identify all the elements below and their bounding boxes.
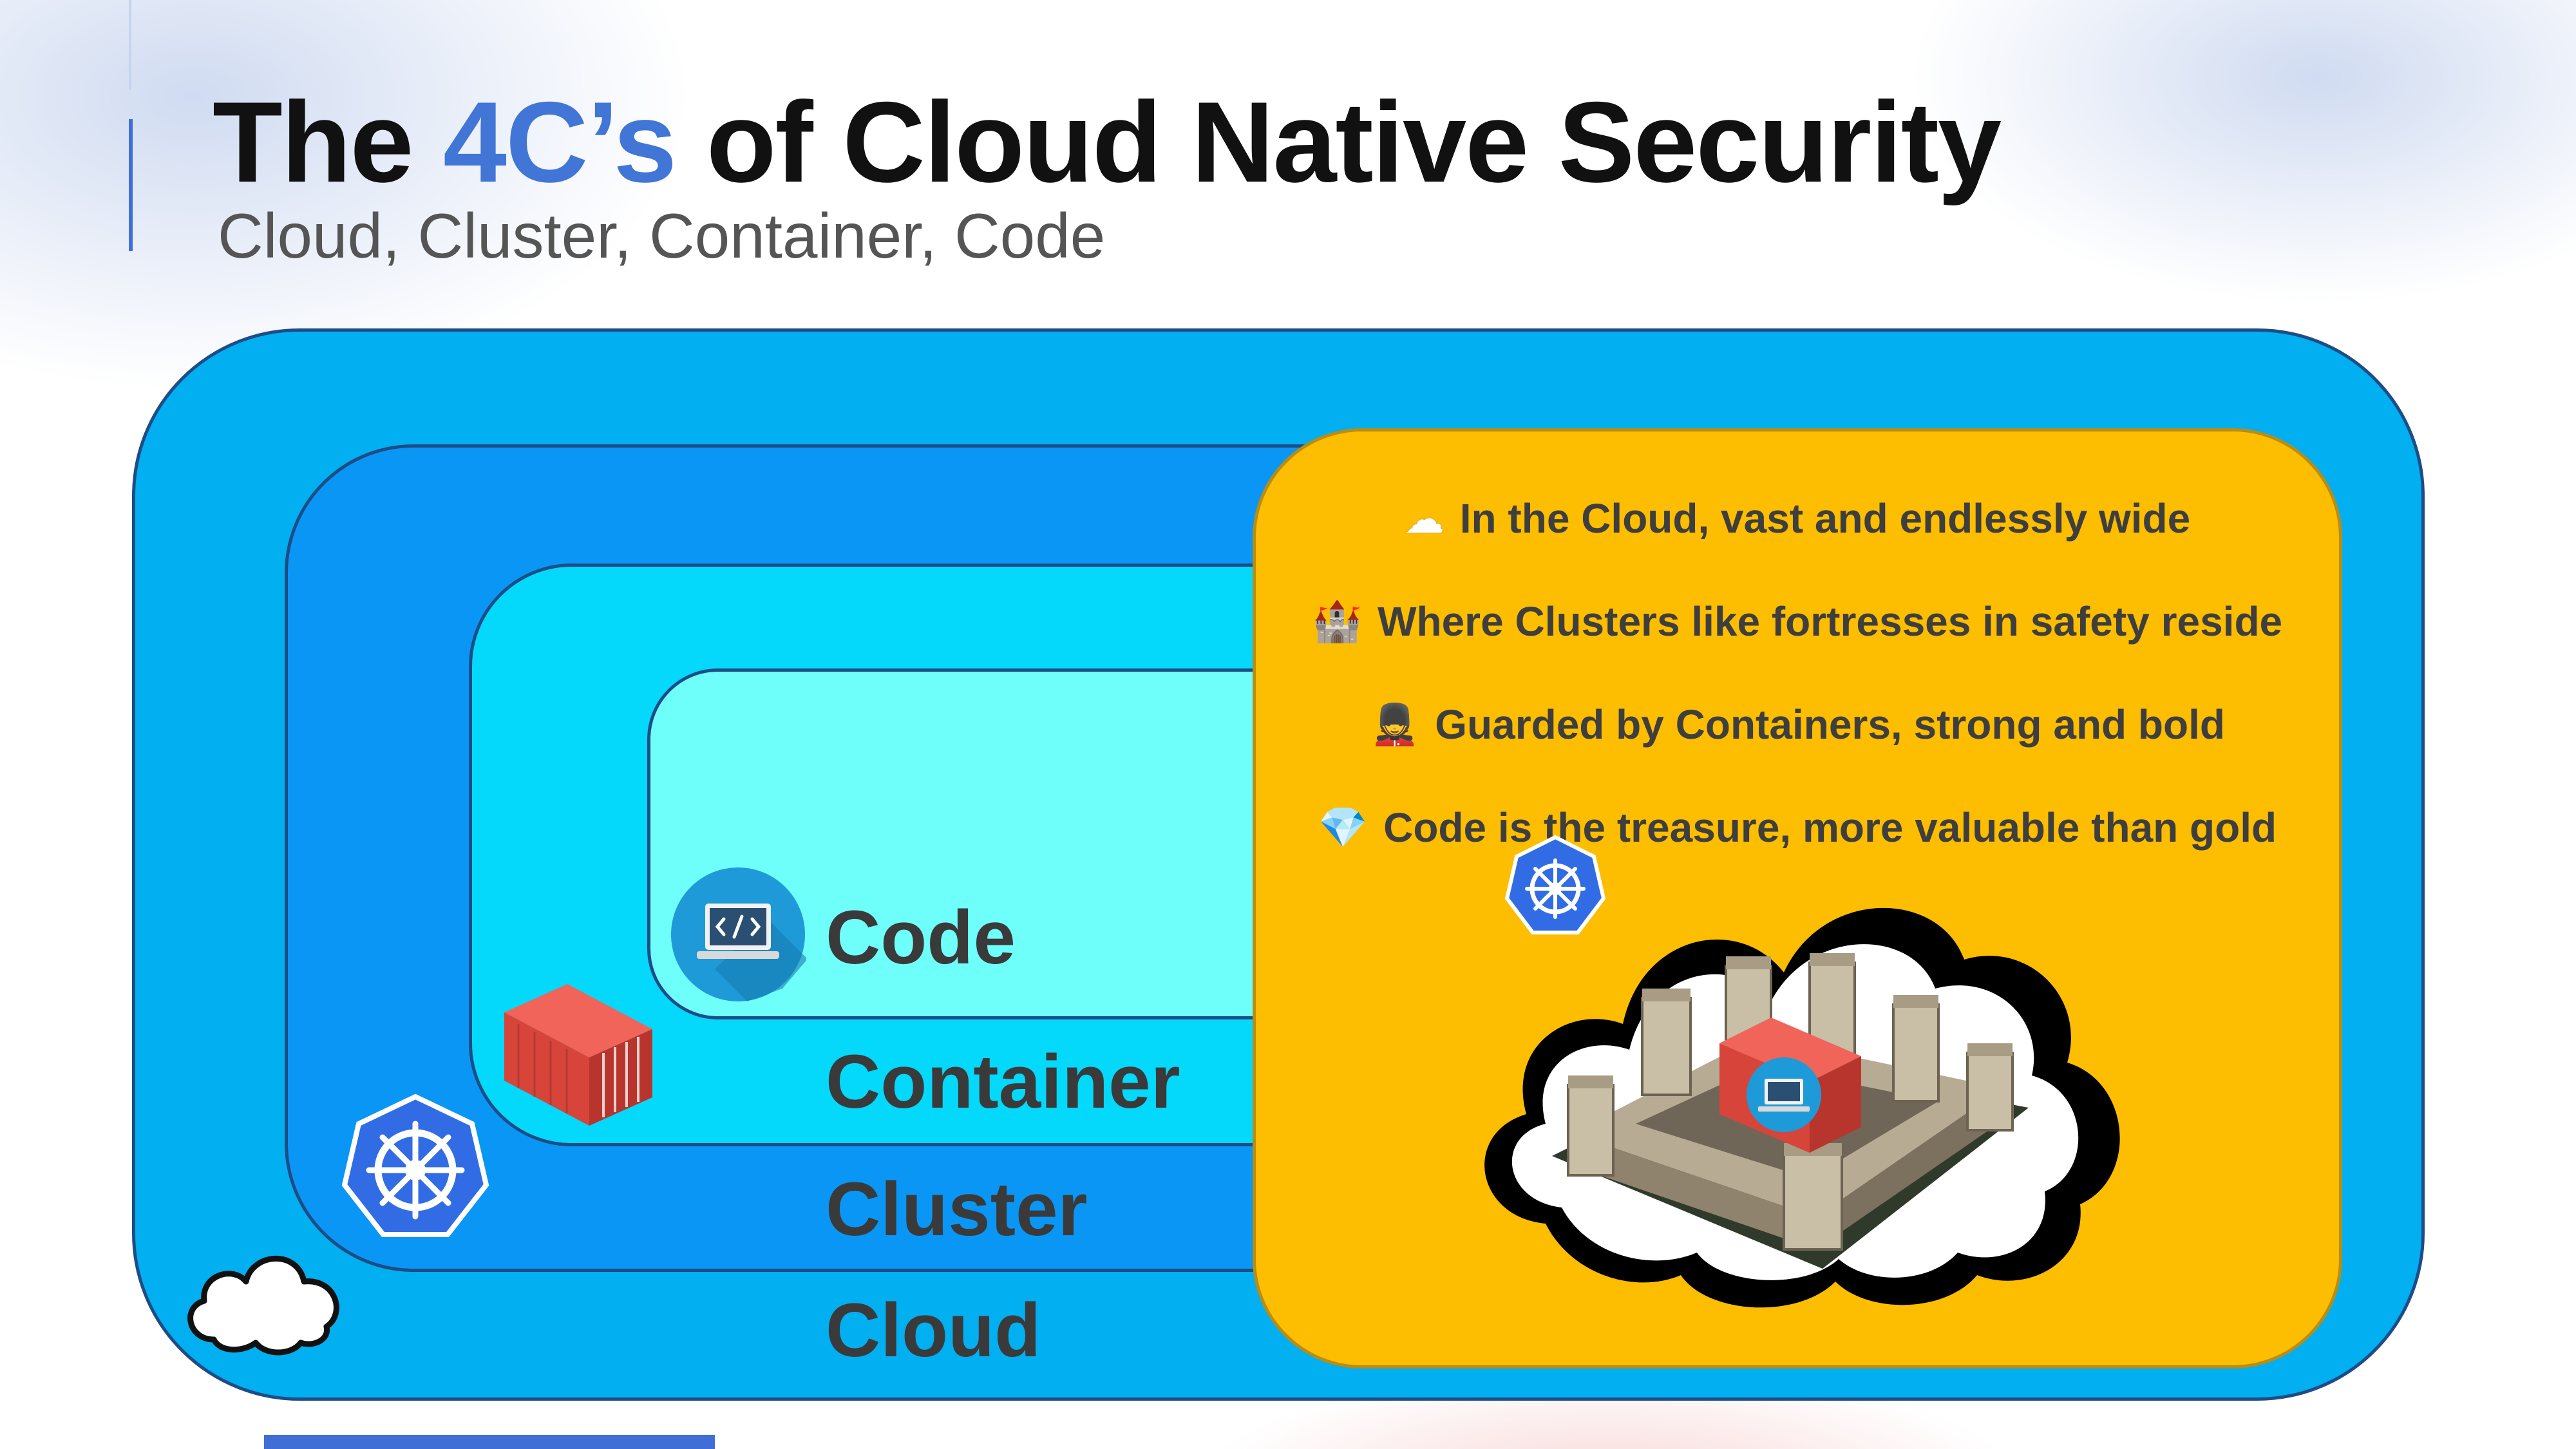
- poem-line: ☁ In the Cloud, vast and endlessly wide: [1256, 467, 2339, 570]
- shipping-container-icon: [504, 984, 652, 1126]
- poem-line-text: Code is the treasure, more valuable than…: [1383, 804, 2277, 851]
- gem-emoji-icon: 💎: [1318, 804, 1368, 851]
- poem-lines: ☁ In the Cloud, vast and endlessly wide …: [1256, 467, 2339, 879]
- laptop-code-icon: [671, 867, 806, 1001]
- code-label: Code: [826, 895, 1016, 980]
- poem-line: 💎 Code is the treasure, more valuable th…: [1256, 776, 2339, 879]
- poem-panel: ☁ In the Cloud, vast and endlessly wide …: [1253, 428, 2342, 1368]
- castle-emoji-icon: 🏰: [1312, 598, 1363, 645]
- kubernetes-helm-icon: [341, 1094, 489, 1237]
- poem-line: 💂 Guarded by Containers, strong and bold: [1256, 673, 2339, 776]
- guard-emoji-icon: 💂: [1370, 701, 1420, 748]
- title-highlight: 4C’s: [442, 78, 677, 206]
- poem-line-text: Guarded by Containers, strong and bold: [1435, 701, 2225, 748]
- title-prefix: The: [213, 78, 443, 206]
- container-label: Container: [826, 1039, 1180, 1124]
- cloud-label: Cloud: [826, 1288, 1041, 1373]
- poem-line-text: In the Cloud, vast and endlessly wide: [1459, 495, 2191, 542]
- cloud-icon: [187, 1255, 339, 1356]
- cluster-label: Cluster: [826, 1167, 1088, 1252]
- poem-line-text: Where Clusters like fortresses in safety…: [1378, 598, 2283, 645]
- title-accent-bar: [129, 119, 133, 251]
- accent-line-top: [129, 0, 131, 90]
- cloud-emoji-icon: ☁: [1404, 495, 1444, 542]
- poem-line: 🏰 Where Clusters like fortresses in safe…: [1256, 570, 2339, 673]
- bottom-accent-bar: [264, 1435, 715, 1449]
- page-title: The 4C’s of Cloud Native Security: [213, 76, 2002, 208]
- castle-in-cloud-illustration: [1484, 835, 2120, 1308]
- title-suffix: of Cloud Native Security: [676, 78, 2002, 206]
- page-subtitle: Cloud, Cluster, Container, Code: [218, 200, 1106, 271]
